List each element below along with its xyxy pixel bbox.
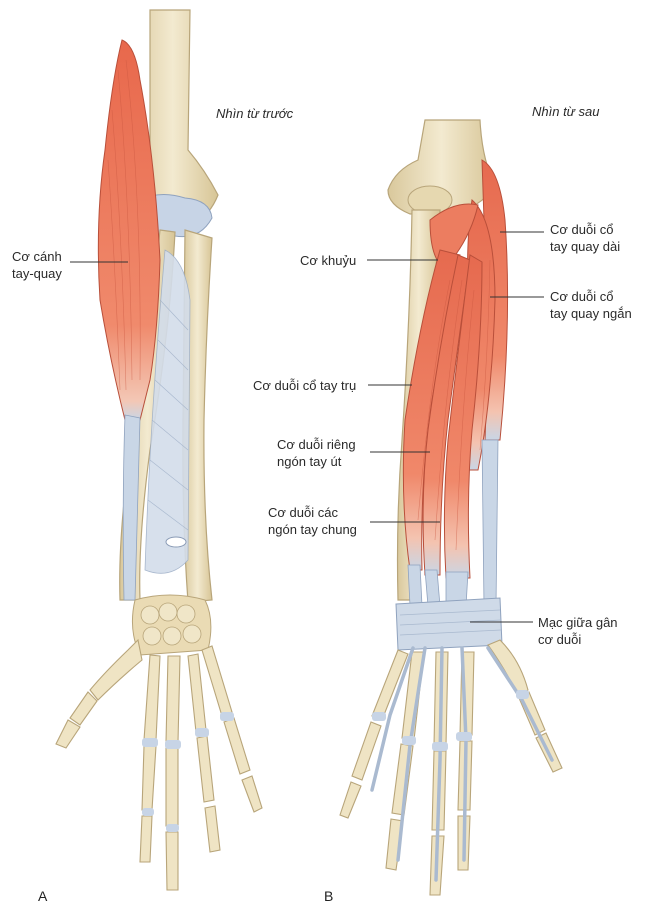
interosseous-membrane: [144, 249, 191, 574]
leader-lines: [70, 231, 544, 623]
label-ed: Cơ duỗi các ngón tay chung: [268, 505, 357, 537]
panel-label-a: A: [38, 888, 48, 904]
front-view-title: Nhìn từ trước: [216, 106, 294, 121]
extensor-retinaculum: [395, 597, 503, 651]
label-ecr-longus: Cơ duỗi cổ tay quay dài: [550, 222, 621, 254]
back-view-figure: [339, 119, 563, 896]
hand-back: [339, 639, 563, 896]
label-edm: Cơ duỗi riêng ngón tay út: [277, 437, 356, 469]
label-retinaculum: Mạc giữa gân cơ duỗi: [538, 615, 618, 647]
thumb-front: [55, 638, 143, 749]
label-ecr-brevis: Cơ duỗi cổ tay quay ngắn: [550, 289, 632, 321]
extensor-tendons: [407, 439, 499, 607]
fingers-front: [139, 645, 263, 891]
membrane-opening: [165, 536, 187, 548]
panel-label-b: B: [324, 888, 334, 904]
label-anconeus: Cơ khuỷu: [300, 253, 357, 268]
label-brachioradialis: Cơ cánh tay-quay: [12, 249, 62, 281]
label-ecu: Cơ duỗi cổ tay trụ: [253, 378, 357, 393]
front-view-figure: [55, 9, 263, 891]
back-view-title: Nhìn từ sau: [532, 104, 600, 119]
